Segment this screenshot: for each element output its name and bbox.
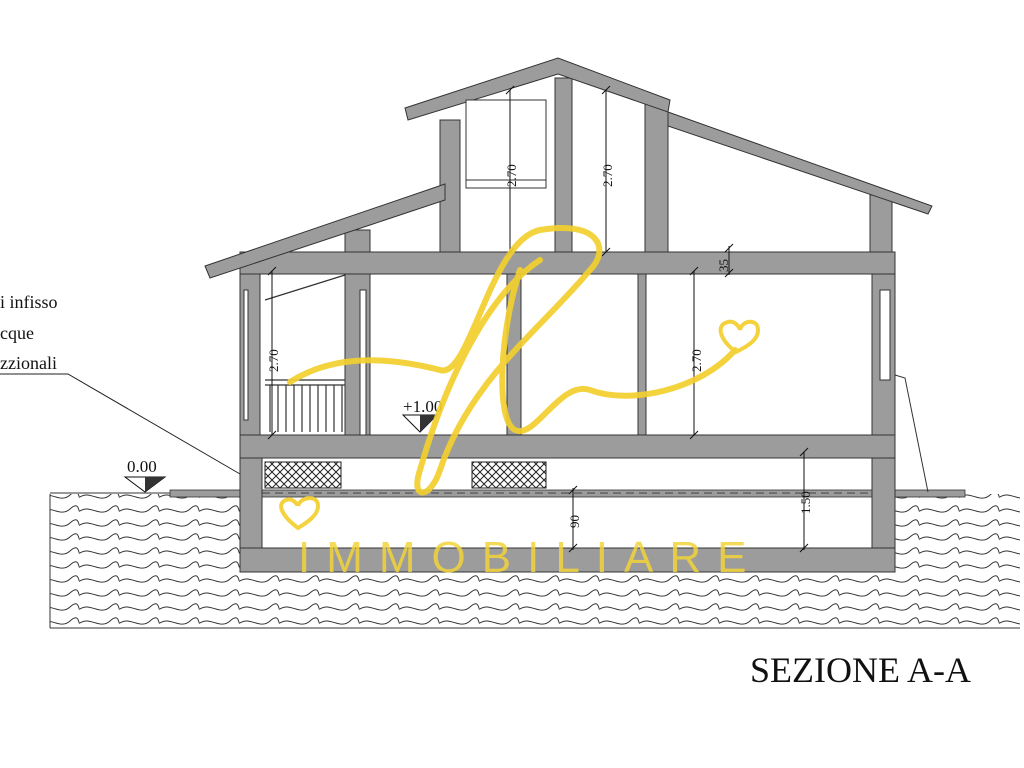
annotation-note: i infisso cque zzionali (0, 292, 241, 475)
note-line-2: cque (0, 323, 34, 343)
note-line-1: i infisso (0, 292, 58, 312)
watermark-text: IMMOBILIARE (298, 533, 763, 582)
dim-main-floor: 2.70 (689, 349, 704, 372)
balcony-railing (264, 274, 346, 432)
dim-below-ground: 90 (567, 515, 582, 528)
drainpipe (894, 374, 929, 493)
note-line-3: zzionali (0, 353, 57, 373)
dimension-lines (267, 85, 809, 553)
dim-basement: 1.50 (798, 491, 813, 514)
level-floor-label: +1.00 (403, 397, 442, 416)
vent-grille-left (264, 461, 342, 489)
watermark-logo (279, 225, 761, 531)
dim-slab: 35 (716, 259, 731, 272)
level-marker-ground: 0.00 (123, 457, 167, 493)
dim-upper-left: 2.70 (504, 164, 519, 187)
vent-grille-right (471, 461, 547, 489)
dim-upper-right: 2.70 (600, 164, 615, 187)
dim-porch: 2.70 (266, 349, 281, 372)
level-ground-label: 0.00 (127, 457, 157, 476)
building-structure (204, 57, 933, 573)
section-title: SEZIONE A-A (750, 650, 971, 690)
level-marker-floor: +1.00 (401, 397, 442, 433)
